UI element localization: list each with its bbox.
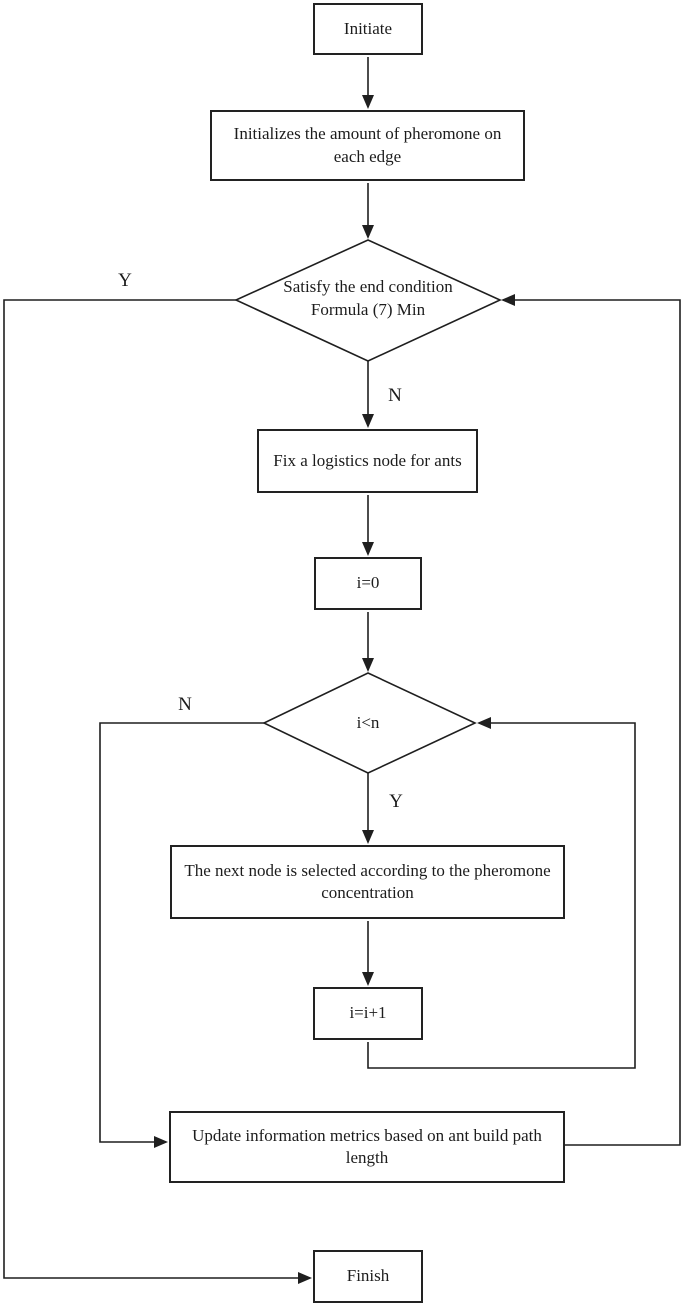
connector-ilessn-no-to-update (99, 722, 264, 1148)
node-init-pheromone: Initializes the amount of pheromone on e… (210, 110, 525, 181)
decision-i-less-n-shape (262, 672, 477, 774)
node-i-zero: i=0 (314, 557, 422, 610)
decision-end-condition-label: Satisfy the end condition Formula (7) Mi… (283, 277, 453, 319)
node-update-metrics: Update information metrics based on ant … (169, 1111, 565, 1183)
decision-i-less-n-label: i<n (356, 713, 380, 732)
node-fix-logistics: Fix a logistics node for ants (257, 429, 478, 493)
node-initiate: Initiate (313, 3, 423, 55)
node-i-increment: i=i+1 (313, 987, 423, 1040)
decision-end-condition-shape (234, 239, 502, 362)
branch-label-no-loop: N (178, 694, 192, 715)
node-finish: Finish (313, 1250, 423, 1303)
branch-label-yes-loop: Y (389, 791, 403, 812)
connector-endcondition-yes-to-finish (3, 299, 312, 1284)
connector-increment-loop-to-ilessn (367, 717, 636, 1069)
connector-update-loop-to-endcondition (501, 294, 681, 1146)
branch-label-no-end-condition: N (388, 385, 402, 406)
branch-label-yes-end-condition: Y (118, 270, 132, 291)
node-next-node: The next node is selected according to t… (170, 845, 565, 919)
